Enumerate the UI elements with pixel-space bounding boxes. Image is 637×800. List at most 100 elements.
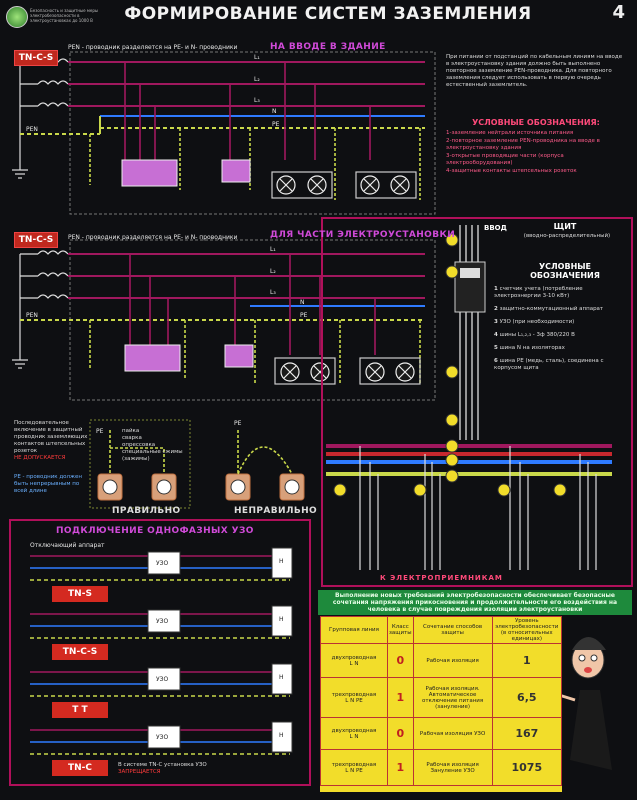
logo-icon bbox=[6, 6, 28, 28]
table-cell: двухпроводная L N bbox=[320, 643, 388, 678]
safety-banner: Выполнение новых требований электробезоп… bbox=[318, 590, 632, 615]
table-cell: 1 bbox=[491, 643, 563, 678]
vvod-label: ВВОД bbox=[484, 224, 507, 232]
table-row: двухпроводная L N 0 Рабочая изоляция УЗО… bbox=[320, 717, 563, 750]
legend-item: 3-открытые проводящие части (корпуса эле… bbox=[446, 152, 564, 167]
shield-frame bbox=[321, 217, 633, 587]
ground-icon-top bbox=[12, 169, 28, 179]
socket-left-note-red: НЕ ДОПУСКАЕТСЯ bbox=[14, 455, 66, 461]
table-header: Класс защиты bbox=[387, 616, 414, 644]
mid-wire-n-label: N bbox=[300, 299, 305, 306]
uzo-device-label: УЗО bbox=[156, 560, 169, 567]
uzo-system-tn-c: TN-C bbox=[52, 760, 108, 776]
socket-legend-item: специальные сжимы (зажимы) bbox=[122, 449, 183, 462]
uzo-frame bbox=[9, 519, 311, 786]
table-cell: 1075 bbox=[491, 749, 563, 786]
mid-wire-pe-label: PE bbox=[300, 312, 308, 319]
table-cell: 167 bbox=[491, 717, 563, 750]
table-cell: Рабочая изоляция Зануление УЗО bbox=[412, 749, 493, 786]
page-title: ФОРМИРОВАНИЕ СИСТЕМ ЗАЗЕМЛЕНИЯ bbox=[124, 4, 532, 24]
ground-icon-mid bbox=[12, 359, 28, 369]
uzo-system-tt: T T bbox=[52, 702, 108, 718]
table-header-row: Групповая линия Класс защиты Сочетание с… bbox=[320, 616, 563, 644]
wire-pen-label: PEN bbox=[26, 126, 38, 133]
mid-wire-l2-label: L₂ bbox=[270, 268, 276, 275]
mid-scheme-tag: TN-C-S bbox=[14, 232, 58, 248]
legend-item: 1-заземление нейтрали источника питания bbox=[446, 130, 574, 136]
page-number: 4 bbox=[612, 2, 625, 23]
uzo-device-label: УЗО bbox=[156, 734, 169, 741]
shield-title: ЩИТ bbox=[553, 222, 577, 231]
table-row: трехпроводная L N PE 1 Рабочая изоляция … bbox=[320, 749, 563, 786]
uzo-load-label: Н bbox=[279, 558, 284, 565]
shield-legend-item: 5 шина N на изоляторах bbox=[494, 345, 565, 351]
shield-legend-item: 4 шины L₁,₂,₃ - 3ф 380/220 В bbox=[494, 332, 575, 338]
uzo-load-label: Н bbox=[279, 732, 284, 739]
wire-pe-label: PE bbox=[272, 121, 280, 128]
logo-text: Безопасность и защитные меры электробезо… bbox=[30, 8, 99, 23]
socket-legend-item: пайка bbox=[122, 428, 140, 434]
motor-box-top-2 bbox=[221, 159, 251, 183]
socket-legend-item: опрессовка bbox=[122, 442, 156, 448]
table-cell: Рабочая изоляция bbox=[412, 643, 493, 678]
safety-table: Групповая линия Класс защиты Сочетание с… bbox=[320, 616, 563, 786]
uzo-rows bbox=[30, 547, 293, 755]
shield-legend-item: 6 шина PE (медь, сталь), соединена с кор… bbox=[494, 358, 604, 371]
uzo-footnote-red: ЗАПРЕЩАЕТСЯ bbox=[118, 769, 161, 775]
correct-label: ПРАВИЛЬНО bbox=[112, 506, 181, 516]
socket-legend-item: сварка bbox=[122, 435, 142, 441]
table-cell: 0 bbox=[387, 643, 414, 678]
table-cell: 1 bbox=[387, 749, 414, 786]
table-cell: Рабочая изоляция УЗО bbox=[412, 717, 493, 750]
legend-title: УСЛОВНЫЕ ОБОЗНАЧЕНИЯ: bbox=[472, 118, 600, 127]
uzo-footnote-text: В системе TN-C установка УЗО bbox=[118, 762, 207, 768]
shield-legend-title: УСЛОВНЫЕ ОБОЗНАЧЕНИЯ bbox=[530, 262, 600, 280]
uzo-title: ПОДКЛЮЧЕНИЕ ОДНОФАЗНЫХ УЗО bbox=[56, 526, 254, 536]
wire-l2-label: L₂ bbox=[254, 76, 260, 83]
info-note: При питании от подстанций по кабельным л… bbox=[446, 54, 623, 88]
table-cell: 1 bbox=[387, 677, 414, 718]
shield-feeders bbox=[459, 225, 479, 440]
table-cell: Рабочая изоляция. Автоматическое отключе… bbox=[412, 677, 493, 718]
uzo-system-tn-s: TN-S bbox=[52, 586, 108, 602]
mid-wire-l3-label: L₃ bbox=[270, 289, 276, 296]
mid-scheme-section: ДЛЯ ЧАСТИ ЭЛЕКТРОУСТАНОВКИ bbox=[270, 230, 456, 240]
uzo-load-label: Н bbox=[279, 616, 284, 623]
wire-l1-label: L₁ bbox=[254, 54, 260, 61]
legend-item: 2-повторное заземление PEN-проводника на… bbox=[446, 137, 600, 152]
table-cell: двухпроводная L N bbox=[320, 717, 388, 750]
shield-legend-item: 3 УЗО (при необходимости) bbox=[494, 319, 575, 325]
transformer-coils-top bbox=[19, 58, 69, 170]
top-scheme-tag: TN-C-S bbox=[14, 50, 58, 66]
legend-list: 1-заземление нейтрали источника питания … bbox=[446, 130, 628, 175]
uzo-apparatus-label: Отключающий аппарат bbox=[30, 542, 105, 549]
wire-l3-label: L₃ bbox=[254, 97, 260, 104]
motor-box-mid-1 bbox=[124, 344, 181, 372]
uzo-device-label: УЗО bbox=[156, 676, 169, 683]
table-cell: 6,5 bbox=[491, 677, 563, 718]
uzo-load-label: Н bbox=[279, 674, 284, 681]
table-header: Сочетание способов защиты bbox=[412, 616, 493, 644]
shield-legend-item: 1 счетчик учета (потребление электроэнер… bbox=[494, 286, 583, 299]
socket-legend: пайка сварка опрессовка специальные сжим… bbox=[122, 428, 192, 463]
shield-bottom-label: К ЭЛЕКТРОПРИЕМНИКАМ bbox=[380, 574, 503, 582]
lamp-icons-top bbox=[271, 171, 417, 199]
socket-left-note-text: Последовательное включение в защитный пр… bbox=[14, 420, 88, 454]
socket-pe-note: PE - проводник должен быть непрерывным п… bbox=[14, 474, 82, 494]
socket-icons bbox=[97, 473, 305, 501]
mid-wire-pen-label: PEN bbox=[26, 312, 38, 319]
legend-item: 4-защитные контакты штепсельных розеток bbox=[446, 167, 577, 174]
table-header: Уровень электробезопасности (в относител… bbox=[491, 616, 563, 644]
uzo-footnote: В системе TN-C установка УЗО ЗАПРЕЩАЕТСЯ bbox=[118, 762, 258, 776]
wrong-label: НЕПРАВИЛЬНО bbox=[234, 506, 318, 516]
shield-legend-item: 2 защитно-коммутационный аппарат bbox=[494, 306, 604, 312]
socket-pe-label-left: PE bbox=[96, 428, 104, 435]
socket-left-note: Последовательное включение в защитный пр… bbox=[14, 420, 88, 462]
shield-subtitle: (вводно-распределительный) bbox=[523, 233, 611, 239]
motor-box-mid-2 bbox=[224, 344, 254, 368]
table-header: Групповая линия bbox=[320, 616, 388, 644]
shield-legend-list: 1 счетчик учета (потребление электроэнер… bbox=[494, 286, 624, 378]
mid-scheme-caption: PEN - проводник разделяется на PE- и N- … bbox=[68, 234, 238, 241]
table-cell: трехпроводная L N PE bbox=[320, 749, 388, 786]
table-row: двухпроводная L N 0 Рабочая изоляция 1 bbox=[320, 643, 563, 678]
